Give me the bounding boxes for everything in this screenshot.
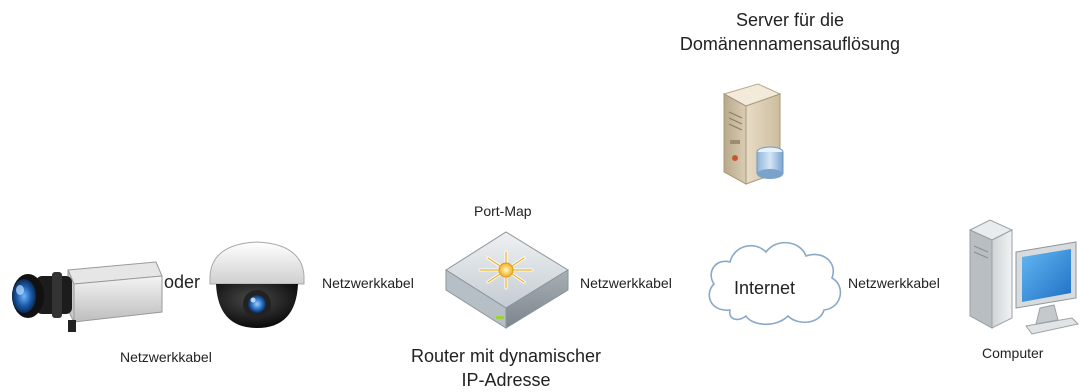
dns-server-label-line2: Domänennamensauflösung xyxy=(679,34,901,54)
port-map-label: Port-Map xyxy=(474,203,532,219)
cloud-icon xyxy=(708,241,842,326)
server-icon xyxy=(722,83,784,185)
internet-label: Internet xyxy=(734,278,796,298)
router-label-line1: Router mit dynamischer xyxy=(410,346,602,366)
dns-server-label: Server für die Domänennamensauflösung xyxy=(640,8,940,56)
cable-internet-computer-label: Netzwerkkabel xyxy=(848,275,940,291)
router-icon xyxy=(445,231,569,329)
cable-router-internet-label: Netzwerkkabel xyxy=(580,275,672,291)
router-label: Router mit dynamischer IP-Adresse xyxy=(356,344,656,392)
cable-bottom-label: Netzwerkkabel xyxy=(120,349,212,365)
or-label: oder xyxy=(164,272,201,292)
router-label-line2: IP-Adresse xyxy=(461,370,551,390)
box-camera-icon xyxy=(12,261,163,332)
cable-camera-router-label: Netzwerkkabel xyxy=(322,275,414,291)
dome-camera-icon xyxy=(209,241,305,328)
computer-icon xyxy=(968,219,1080,335)
computer-label: Computer xyxy=(982,345,1044,361)
dns-server-label-line1: Server für die xyxy=(735,10,845,30)
